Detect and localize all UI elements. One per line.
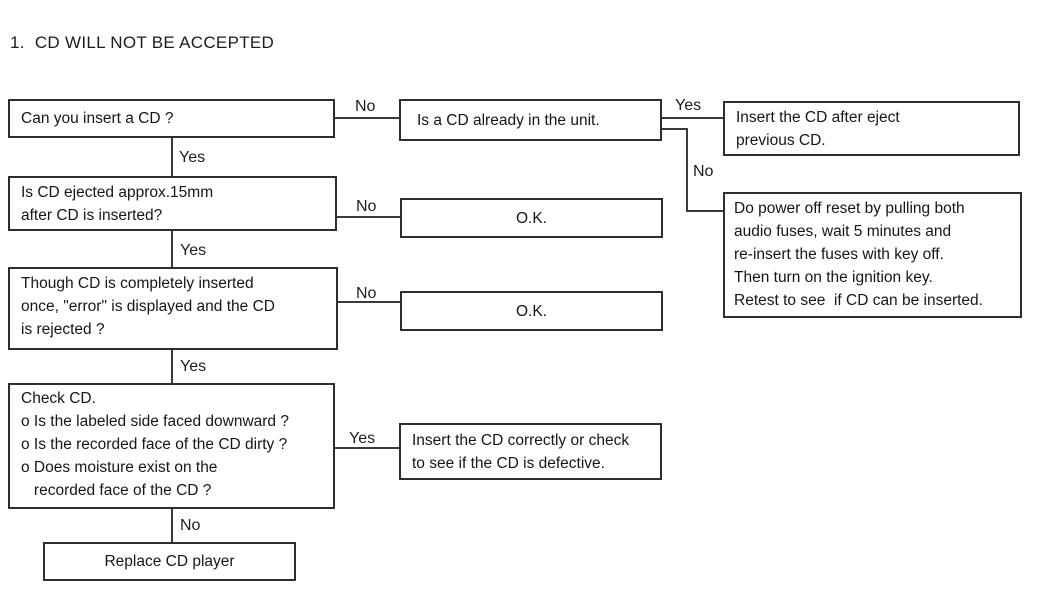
node-replace-cd-player: Replace CD player	[43, 542, 296, 581]
edge-label-cd-in-unit-no: No	[693, 163, 714, 180]
edge-label-check-cd-yes: Yes	[349, 430, 376, 447]
edge-label-ejected-15mm-yes: Yes	[180, 242, 207, 259]
edge-label-error-displayed-yes: Yes	[180, 358, 207, 375]
node-insert-after-eject: Insert the CD after eject previous CD.	[723, 101, 1020, 156]
page-title: 1. CD WILL NOT BE ACCEPTED	[10, 33, 275, 52]
edge-label-cd-in-unit-yes: Yes	[675, 97, 702, 114]
edge-check-cd-yes-line	[335, 447, 399, 449]
node-check-cd: Check CD. o Is the labeled side faced do…	[8, 383, 335, 509]
edge-label-ejected-15mm-no: No	[356, 198, 377, 215]
edge-ejected-15mm-yes-line	[171, 231, 173, 267]
edge-error-displayed-no-line	[338, 301, 400, 303]
edge-label-error-displayed-no: No	[356, 285, 377, 302]
node-ok-1: O.K.	[400, 198, 663, 238]
edge-error-displayed-yes-line	[171, 350, 173, 383]
node-error-displayed: Though CD is completely inserted once, "…	[8, 267, 338, 350]
edge-check-cd-no-line	[171, 509, 173, 542]
node-power-off-reset: Do power off reset by pulling both audio…	[723, 192, 1022, 318]
node-cd-ejected-15mm: Is CD ejected approx.15mm after CD is in…	[8, 176, 337, 231]
edge-label-can-insert-no: No	[355, 98, 376, 115]
edge-cd-in-unit-no-line-seg1	[662, 128, 688, 130]
edge-label-can-insert-yes: Yes	[179, 149, 206, 166]
node-insert-cd-correctly: Insert the CD correctly or check to see …	[399, 423, 662, 480]
edge-can-insert-yes-line	[171, 138, 173, 176]
node-cd-already-in-unit: Is a CD already in the unit.	[399, 99, 662, 141]
edge-cd-in-unit-yes-line	[662, 117, 723, 119]
edge-cd-in-unit-no-line-seg3	[686, 210, 723, 212]
node-ok-2: O.K.	[400, 291, 663, 331]
edge-label-check-cd-no: No	[180, 517, 201, 534]
edge-can-insert-no-line	[335, 117, 399, 119]
edge-ejected-15mm-no-line	[337, 216, 400, 218]
edge-cd-in-unit-no-line-seg2	[686, 128, 688, 212]
node-can-you-insert-cd: Can you insert a CD ?	[8, 99, 335, 138]
